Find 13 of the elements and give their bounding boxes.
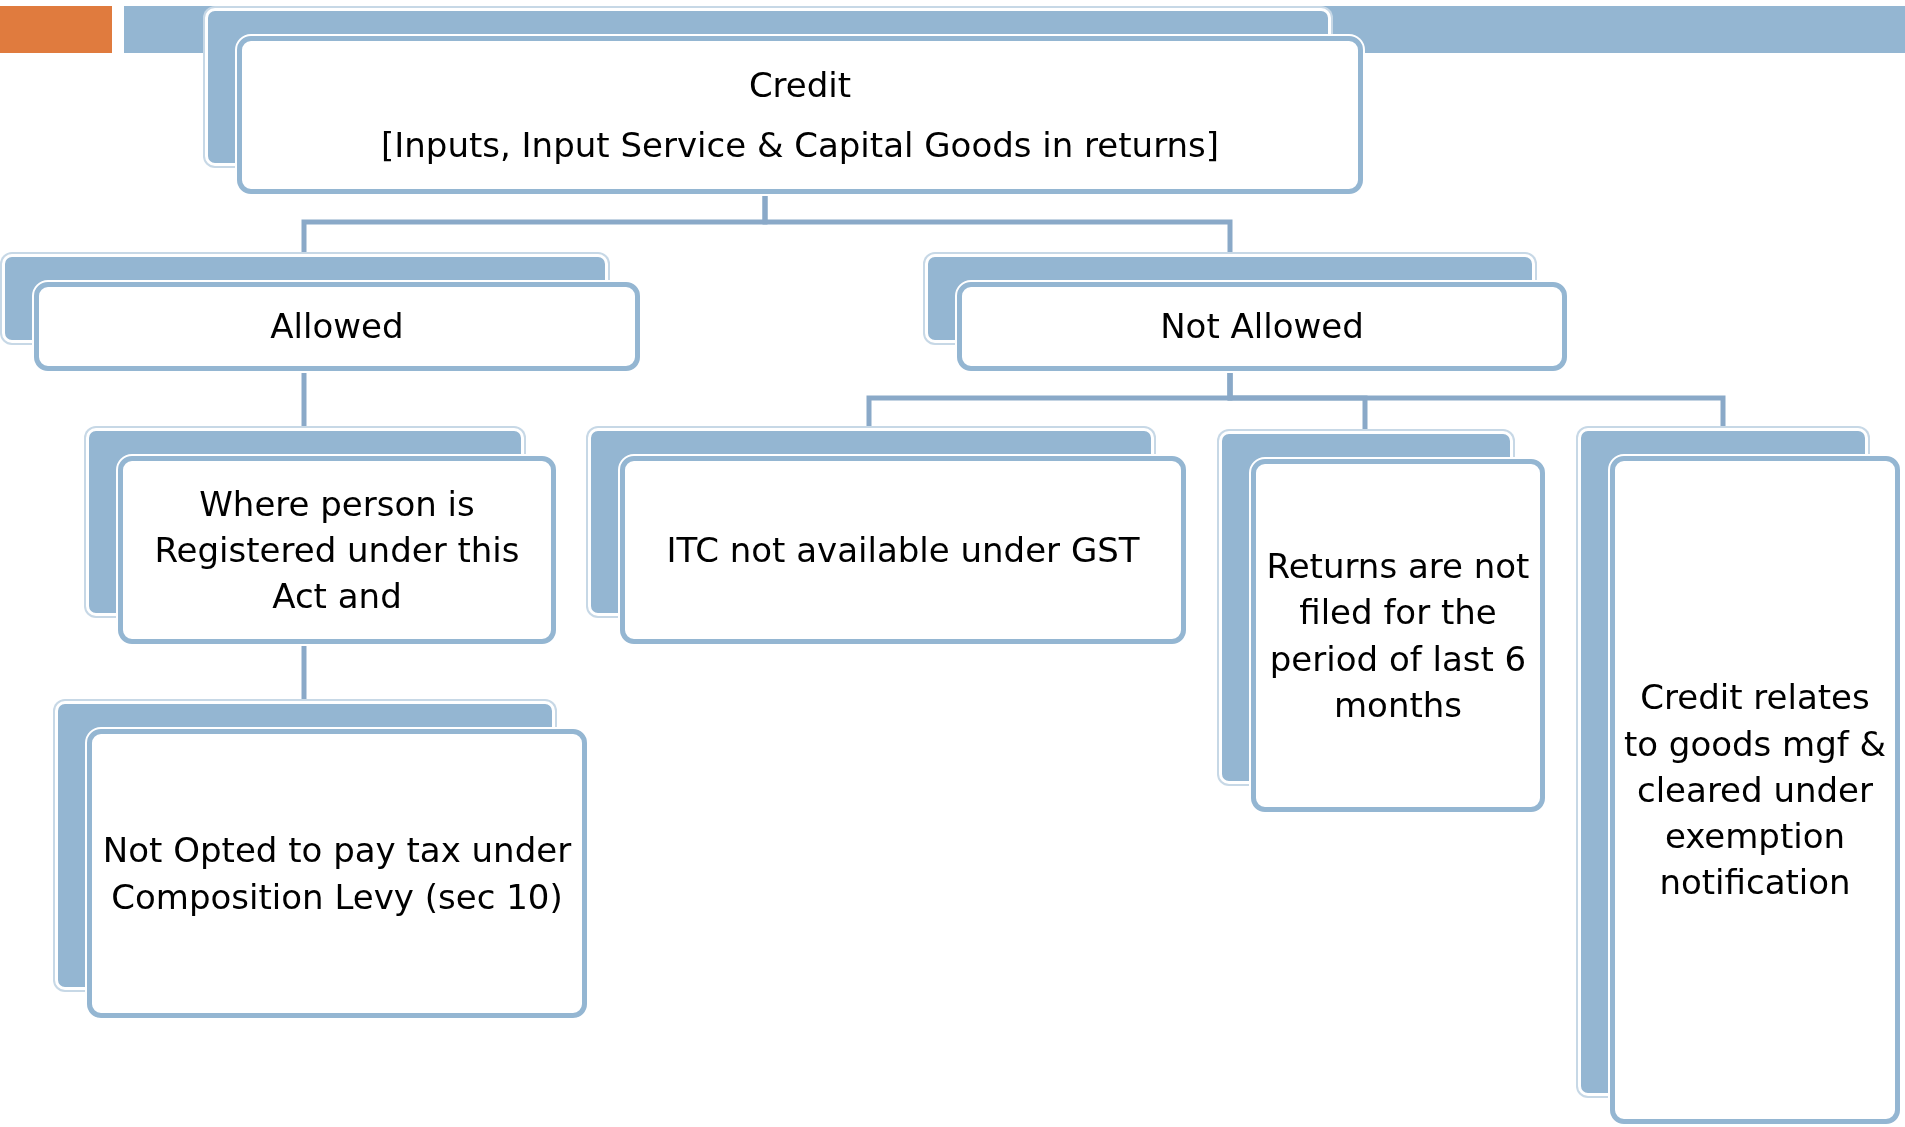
box-title: Not Opted to pay tax under Composition Levy (sec 10) <box>101 829 573 919</box>
box-title: Where person is Registered under this Act and <box>153 482 521 619</box>
box-title: Allowed <box>270 305 404 349</box>
box-title: Credit <box>748 63 852 107</box>
connector-line <box>301 644 307 701</box>
connector-line <box>301 371 307 428</box>
box-text: [Inputs, Input Service & Capital Goods in returns] <box>380 124 1220 167</box>
box-title: Returns are not filed for the period of last 6 months <box>1265 545 1531 727</box>
connector-line <box>1227 371 1726 428</box>
box-title: Credit relates to goods mgf & cleared under exemption notification <box>1623 676 1887 905</box>
box-title: Not Allowed <box>1160 305 1364 349</box>
connector-line <box>762 194 1233 254</box>
box-title: ITC not available under GST <box>666 528 1140 572</box>
